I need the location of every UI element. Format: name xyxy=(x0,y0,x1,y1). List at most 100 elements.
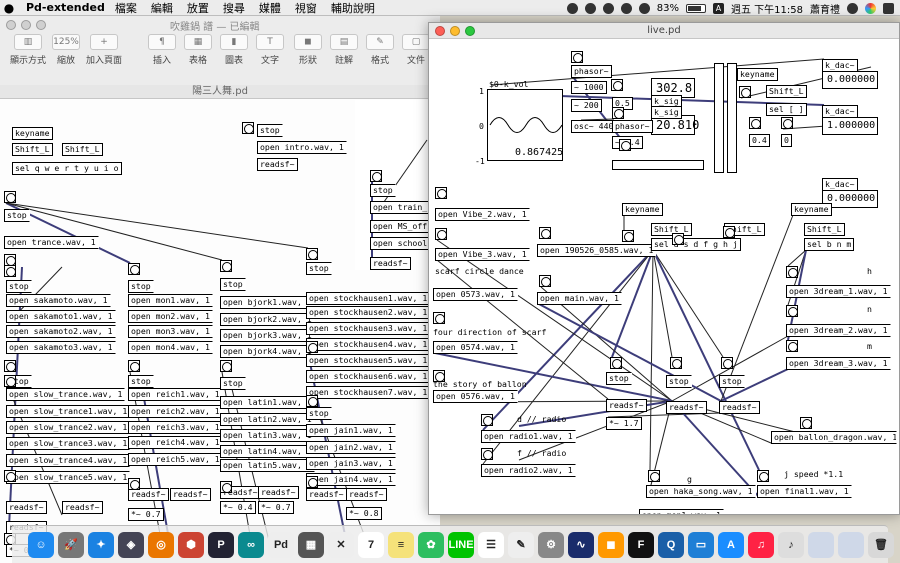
object-box[interactable]: readsf~ xyxy=(6,501,47,514)
object-box[interactable]: osc~ 440 xyxy=(571,120,617,133)
bang-button[interactable] xyxy=(781,117,793,129)
message-box[interactable]: stop xyxy=(128,280,154,293)
toolbar-item[interactable]: ▦表格 xyxy=(176,34,220,66)
message-box[interactable]: open mon1.wav, 1 xyxy=(128,294,213,307)
vertical-slider-1[interactable] xyxy=(714,63,724,173)
message-box[interactable]: open train_sta xyxy=(370,201,438,214)
object-box[interactable]: phasor~ xyxy=(571,65,612,78)
object-box[interactable]: readsf~ xyxy=(257,158,298,171)
object-box[interactable]: readsf~ xyxy=(346,488,387,501)
menu-file[interactable]: 檔案 xyxy=(114,1,137,15)
bang-button[interactable] xyxy=(786,305,798,317)
bang-button[interactable] xyxy=(739,86,751,98)
message-box[interactable]: open mon2.wav, 1 xyxy=(128,310,213,323)
horizontal-slider[interactable] xyxy=(612,160,704,170)
toolbar-item[interactable]: ▥顯示方式 xyxy=(6,34,50,66)
toolbar-item[interactable]: ¶插入 xyxy=(140,34,184,66)
object-box[interactable]: k_dac~ xyxy=(822,105,858,118)
arduino-icon[interactable]: ∞ xyxy=(238,531,264,558)
message-box[interactable]: stop xyxy=(257,124,283,137)
object-box[interactable]: keyname xyxy=(622,203,663,216)
toolbar-icon[interactable]: T xyxy=(256,34,284,50)
calendar-icon[interactable]: 7 xyxy=(358,531,384,558)
bang-button[interactable] xyxy=(571,51,583,63)
message-box[interactable]: open radio1.wav, 1 xyxy=(481,430,576,443)
menu-help[interactable]: 輔助說明 xyxy=(330,1,375,15)
message-box[interactable]: open sakamoto.wav, 1 xyxy=(6,294,111,307)
line-icon[interactable]: LINE xyxy=(448,531,474,558)
object-box[interactable]: 0.4 xyxy=(749,134,770,147)
trash-icon[interactable]: 🗑 xyxy=(868,531,894,558)
bang-button[interactable] xyxy=(612,107,624,119)
object-box[interactable]: readsf~ xyxy=(170,488,211,501)
itunes-icon[interactable]: ♫ xyxy=(748,531,774,558)
bang-button[interactable] xyxy=(433,370,445,382)
bang-button[interactable] xyxy=(306,248,318,260)
bang-button[interactable] xyxy=(539,275,551,287)
message-box[interactable]: open 0574.wav, 1 xyxy=(433,341,518,354)
bang-button[interactable] xyxy=(749,117,761,129)
message-box[interactable]: open stockhausen6.wav, 1 xyxy=(306,370,431,383)
array-graph[interactable] xyxy=(487,89,563,161)
bang-button[interactable] xyxy=(723,226,735,238)
message-box[interactable]: open slow_trance2.wav, 1 xyxy=(6,421,131,434)
object-box[interactable]: readsf~ xyxy=(306,488,347,501)
message-box[interactable]: open slow_trance3.wav, 1 xyxy=(6,437,131,450)
toolbar-icon[interactable]: 125% xyxy=(52,34,80,50)
message-box[interactable]: open intro.wav, 1 xyxy=(257,141,347,154)
object-box[interactable]: k_dac~ xyxy=(822,59,858,72)
toolbar-icon[interactable]: ▢ xyxy=(402,34,430,50)
mpc-icon[interactable]: ▦ xyxy=(298,531,324,558)
launchpad-icon[interactable]: 🚀 xyxy=(58,531,84,558)
bang-button[interactable] xyxy=(721,357,733,369)
message-box[interactable]: open jain3.wav, 1 xyxy=(306,457,396,470)
toolbar-item[interactable]: +加入頁面 xyxy=(82,34,126,66)
message-box[interactable]: open sakamoto1.wav, 1 xyxy=(6,310,116,323)
toolbar-item[interactable]: 125%縮放 xyxy=(44,34,88,66)
menu-find[interactable]: 搜尋 xyxy=(222,1,245,15)
appstore-icon[interactable]: A xyxy=(718,531,744,558)
message-box[interactable]: open sakamoto3.wav, 1 xyxy=(6,341,116,354)
dac-number-2[interactable]: 1.000000 xyxy=(822,117,878,135)
message-box[interactable]: stop xyxy=(370,184,396,197)
object-box[interactable]: keyname xyxy=(791,203,832,216)
message-box[interactable]: open mon4.wav, 1 xyxy=(128,341,213,354)
toolbar-icon[interactable]: ▦ xyxy=(184,34,212,50)
message-box[interactable]: open latin1.wav, 1 xyxy=(220,396,315,409)
message-box[interactable]: stop xyxy=(6,280,32,293)
message-box[interactable]: open slow_trance.wav, 1 xyxy=(6,388,126,401)
user-name[interactable]: 蕭育禮 xyxy=(810,4,840,16)
bang-button[interactable] xyxy=(4,191,16,203)
pages-window-controls[interactable] xyxy=(6,20,46,30)
fdisk-icon[interactable]: F xyxy=(628,531,654,558)
object-box[interactable]: phasor~ xyxy=(612,120,653,133)
message-box[interactable]: stop xyxy=(220,278,246,291)
toolbar-icon[interactable]: ¶ xyxy=(148,34,176,50)
message-box[interactable]: open latin2.wav, 1 xyxy=(220,413,315,426)
battery-icon[interactable] xyxy=(686,3,706,13)
line-status-icon[interactable] xyxy=(584,2,596,14)
object-box[interactable]: sel [ ] xyxy=(766,103,807,116)
toolbar-item[interactable]: ◼形狀 xyxy=(286,34,330,66)
message-box[interactable]: stop xyxy=(719,375,745,388)
menu-media[interactable]: 媒體 xyxy=(258,1,281,15)
message-box[interactable]: stop xyxy=(306,262,332,275)
message-box[interactable]: open 0576.wav, 1 xyxy=(433,390,518,403)
object-box[interactable]: k_sig xyxy=(651,106,682,119)
message-box[interactable]: open final1.wav, 1 xyxy=(757,485,852,498)
bang-button[interactable] xyxy=(220,260,232,272)
bang-button[interactable] xyxy=(220,481,232,493)
bang-button[interactable] xyxy=(4,265,16,277)
object-box[interactable]: ~ 200 xyxy=(571,99,602,112)
object-box[interactable]: Shift_L xyxy=(12,143,53,156)
message-box[interactable]: open slow_trance1.wav, 1 xyxy=(6,405,131,418)
message-box[interactable]: open jain2.wav, 1 xyxy=(306,441,396,454)
object-box[interactable]: Shift_L xyxy=(651,223,692,236)
object-box[interactable]: ~ 1000 xyxy=(571,81,607,94)
window2-icon[interactable] xyxy=(838,531,864,558)
message-box[interactable]: stop xyxy=(666,375,692,388)
bang-button[interactable] xyxy=(306,395,318,407)
message-box[interactable]: open latin5.wav, 1 xyxy=(220,459,315,472)
message-box[interactable]: open reich2.wav, 1 xyxy=(128,405,223,418)
toolbar-icon[interactable]: ✎ xyxy=(366,34,394,50)
